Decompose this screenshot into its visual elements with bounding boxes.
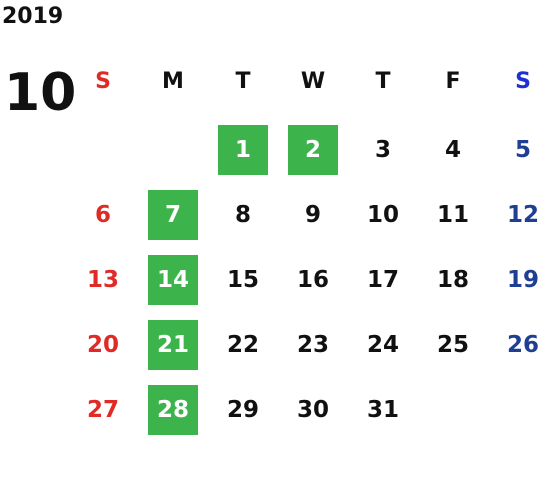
calendar-day-12[interactable]: 12 [506, 202, 539, 228]
weekday-header-monday: M [162, 69, 184, 94]
calendar-day-9[interactable]: 9 [304, 202, 321, 228]
weekday-header-wednesday: W [300, 69, 326, 94]
year-label: 2019 [2, 4, 64, 29]
weekday-header-sunday: S [95, 69, 111, 94]
calendar-day-5[interactable]: 5 [514, 137, 531, 163]
calendar-day-14[interactable]: 14 [148, 255, 198, 305]
calendar-day-29[interactable]: 29 [226, 397, 259, 423]
calendar-day-31[interactable]: 31 [366, 397, 399, 423]
weekday-header-saturday: S [515, 69, 531, 94]
weekday-header-tuesday: T [235, 69, 251, 94]
calendar-day-13[interactable]: 13 [86, 267, 119, 293]
calendar-day-10[interactable]: 10 [366, 202, 399, 228]
calendar-day-30[interactable]: 30 [296, 397, 329, 423]
calendar-day-15[interactable]: 15 [226, 267, 259, 293]
calendar-day-2[interactable]: 2 [288, 125, 338, 175]
calendar-day-20[interactable]: 20 [86, 332, 119, 358]
calendar-day-24[interactable]: 24 [366, 332, 399, 358]
weekday-header-friday: F [445, 69, 461, 94]
calendar-day-27[interactable]: 27 [86, 397, 119, 423]
calendar-day-18[interactable]: 18 [436, 267, 469, 293]
calendar-day-28[interactable]: 28 [148, 385, 198, 435]
month-number: 10 [4, 63, 77, 123]
calendar-day-22[interactable]: 22 [226, 332, 259, 358]
calendar-day-23[interactable]: 23 [296, 332, 329, 358]
calendar-day-19[interactable]: 19 [506, 267, 539, 293]
weekday-header-thursday: T [375, 69, 391, 94]
calendar-day-4[interactable]: 4 [444, 137, 461, 163]
calendar-day-21[interactable]: 21 [148, 320, 198, 370]
calendar-day-7[interactable]: 7 [148, 190, 198, 240]
calendar-day-6[interactable]: 6 [94, 202, 111, 228]
calendar-day-25[interactable]: 25 [436, 332, 469, 358]
calendar-day-26[interactable]: 26 [506, 332, 539, 358]
calendar-day-8[interactable]: 8 [234, 202, 251, 228]
calendar-day-11[interactable]: 11 [436, 202, 469, 228]
calendar-day-17[interactable]: 17 [366, 267, 399, 293]
calendar-day-3[interactable]: 3 [374, 137, 391, 163]
calendar-day-1[interactable]: 1 [218, 125, 268, 175]
calendar-day-16[interactable]: 16 [296, 267, 329, 293]
